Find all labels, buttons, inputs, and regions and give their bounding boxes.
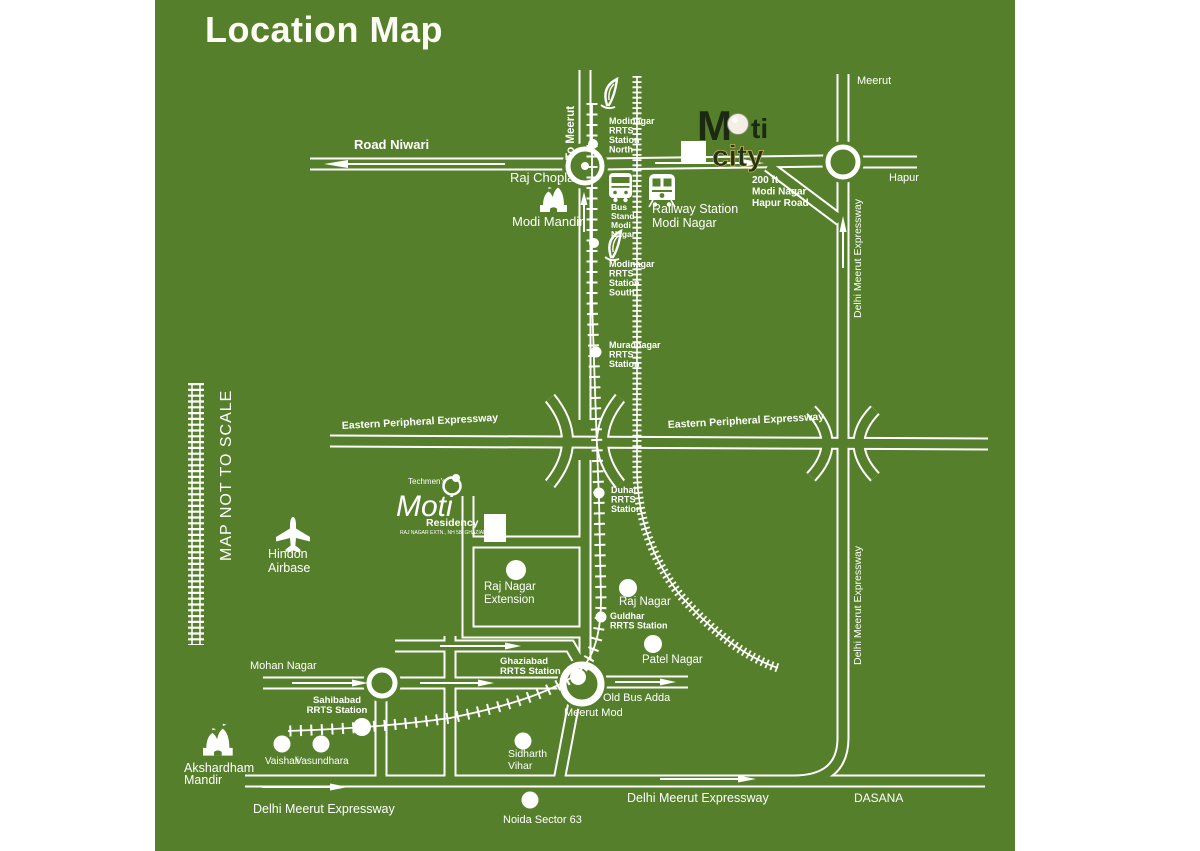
railway-station-train-icon <box>648 174 676 208</box>
dot-vasundhara <box>312 735 330 753</box>
label-noida-sector-63: Noida Sector 63 <box>503 814 582 826</box>
label-old-bus-adda: Old Bus Adda <box>603 692 671 704</box>
dot-duhai-rrts <box>593 487 605 499</box>
label-raj-chopla: Raj Chopla <box>510 170 575 185</box>
arrow-ghaziabad-road-east <box>440 642 521 650</box>
dot-modinagar-rrts-north <box>588 139 598 149</box>
moti-residency-brand: Techmen's <box>408 477 446 486</box>
roundabout-mohan-nagar <box>363 664 401 702</box>
moti-residency-address: RAJ NAGAR EXTN., NH 58, GHAZIABAD <box>400 530 494 536</box>
moti-residency-pearl-icon <box>442 476 462 496</box>
dot-vaishali <box>273 735 291 753</box>
dot-patel-nagar <box>644 635 662 653</box>
label-meerut-top: Meerut <box>857 75 891 87</box>
moti-city-pearl-highlight <box>732 117 738 123</box>
label-dme-upper: Delhi Meerut Expressway <box>852 198 864 318</box>
dot-muradnagar-rrts <box>590 346 602 358</box>
arrow-dme-north <box>839 216 847 268</box>
label-dme-bottom-mid: Delhi Meerut Expressway <box>627 791 769 805</box>
station-dots-layer <box>273 139 662 809</box>
label-road-niwari: Road Niwari <box>354 137 429 152</box>
arrow-modi-mandir-north <box>580 192 588 232</box>
moti-city-site-marker <box>681 141 706 162</box>
label-to-meerut: To Meerut <box>565 106 577 160</box>
icons-layer <box>203 77 706 756</box>
label-dme-bottom-left: Delhi Meerut Expressway <box>253 802 395 816</box>
label-hapur: Hapur <box>889 172 919 184</box>
dot-noida-sector-63 <box>521 791 539 809</box>
moti-residency-logo: Techmen's Moti Residency RAJ NAGAR EXTN.… <box>396 474 494 536</box>
label-modi-mandir: Modi Mandir <box>512 214 584 229</box>
arrow-bottom-expressway-east-1 <box>262 783 348 791</box>
label-dasana: DASANA <box>854 791 903 805</box>
moti-city-logo-city: city <box>712 140 764 173</box>
moti-residency-name: Moti <box>396 490 454 523</box>
arrow-old-bus-adda-east <box>615 678 676 686</box>
dot-raj-nagar <box>619 579 637 597</box>
dot-raj-chopla <box>581 162 589 170</box>
label-patel-nagar: Patel Nagar <box>642 654 703 666</box>
arrow-road-niwari-west <box>324 160 505 168</box>
moti-residency-site-marker <box>484 514 506 542</box>
page-title: Location Map <box>205 9 443 50</box>
dot-ghaziabad-rrts <box>570 669 586 685</box>
arrow-mohan-nagar-east-1 <box>292 679 368 687</box>
hindon-airbase-plane-icon <box>276 517 310 552</box>
dot-raj-nagar-extension <box>506 560 526 580</box>
label-dme-lower: Delhi Meerut Expressway <box>852 545 864 665</box>
moti-city-logo: M ti city <box>697 102 768 173</box>
roundabout-hapur-junction <box>822 141 864 183</box>
arrow-mohan-nagar-east-2 <box>420 679 494 687</box>
moti-city-pearl-icon <box>727 113 749 135</box>
dot-guldhar-rrts <box>595 611 607 623</box>
arrow-hapur-road-east <box>655 159 764 167</box>
label-raj-nagar: Raj Nagar <box>619 596 671 608</box>
moti-residency-pearl-highlight <box>452 474 460 482</box>
label-map-not-to-scale: MAP NOT TO SCALE <box>218 390 235 561</box>
dot-modinagar-rrts-south <box>589 238 599 248</box>
label-vasundhara: Vasundhara <box>295 756 349 767</box>
roundabout-old-bus-adda <box>557 659 607 709</box>
label-vaishali: Vaishali <box>265 756 299 767</box>
dot-sahibabad-rrts <box>353 718 371 736</box>
moti-residency-sub: Residency <box>426 517 479 529</box>
label-mohan-nagar: Mohan Nagar <box>250 660 317 672</box>
label-meerut-mod: Meerut Mod <box>564 707 623 719</box>
bus-stand-icon <box>609 173 632 203</box>
arrow-bottom-expressway-east-2 <box>660 775 756 783</box>
dot-sidharth-vihar <box>514 732 532 750</box>
moti-city-logo-m: M <box>697 102 732 149</box>
road-arrows-layer <box>262 159 847 791</box>
moti-city-logo-ti: ti <box>751 113 768 144</box>
